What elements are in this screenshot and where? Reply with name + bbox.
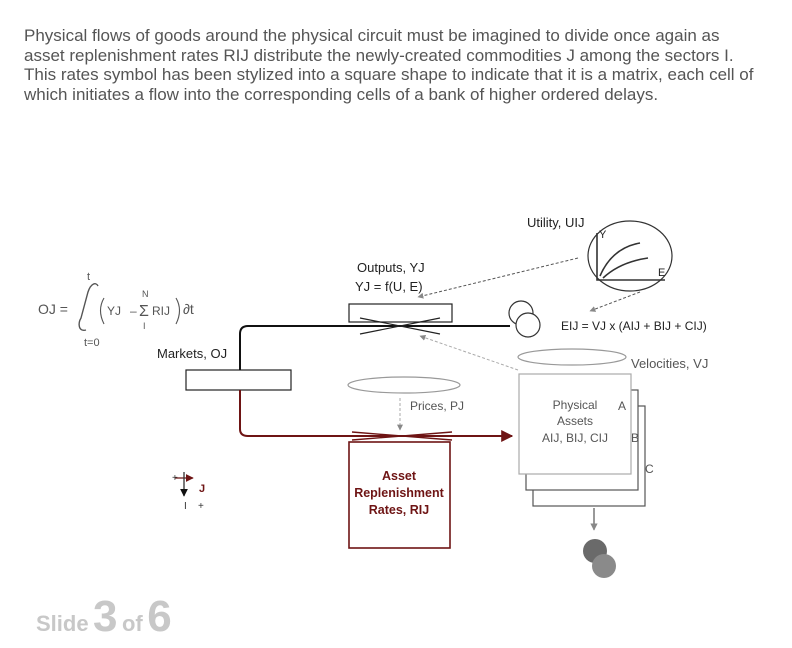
physical-assets-line-3: AIJ, BIJ, CIJ	[542, 431, 608, 445]
sigma-sign: Σ	[139, 303, 149, 320]
outputs-label: Outputs, YJ	[357, 260, 425, 275]
asset-replenishment-rates-box	[348, 441, 451, 549]
replenish-line-2: Replenishment	[354, 486, 444, 500]
cloud-sink-gray-icon	[583, 539, 616, 578]
replenish-line-3: Rates, RIJ	[369, 503, 429, 517]
formula-lower-limit: t=0	[84, 337, 100, 349]
intro-paragraph: Physical flows of goods around the physi…	[24, 26, 754, 104]
formula-r: RIJ	[152, 304, 170, 318]
integral-sign	[78, 283, 99, 331]
matrix-j-label: J	[199, 483, 205, 495]
formula-upper-limit: t	[87, 271, 90, 283]
prices-converter	[347, 376, 461, 394]
bank-label-a: A	[618, 399, 626, 413]
of-word: of	[121, 611, 143, 636]
efficiency-to-utility-link	[589, 291, 641, 312]
replenishment-valve-icon	[351, 431, 453, 441]
prices-label: Prices, PJ	[410, 399, 464, 413]
bank-label-b: B	[631, 431, 639, 445]
replenishment-flow-pipe	[239, 390, 514, 442]
utility-chart-axes	[596, 233, 665, 281]
matrix-plus-1: +	[172, 473, 178, 484]
outputs-rate-box	[348, 303, 453, 323]
formula-minus: –	[130, 304, 137, 318]
formula-dt: ∂t	[183, 301, 194, 317]
outputs-function: YJ = f(U, E)	[355, 279, 423, 294]
utility-axis-y: Y	[599, 229, 607, 241]
velocities-converter	[517, 348, 627, 366]
bank-label-c: C	[645, 462, 654, 476]
stock-integral-formula: OJ = t t=0 YJ – Σ N I RIJ ∂t	[38, 271, 194, 349]
matrix-i-label: I	[184, 501, 187, 512]
formula-lhs: OJ =	[38, 301, 68, 317]
utility-to-outputs-link	[417, 257, 579, 299]
sum-upper-limit: N	[142, 289, 149, 299]
markets-label: Markets, OJ	[157, 346, 227, 361]
physical-assets-line-1: Physical	[553, 398, 598, 412]
asset-stock-a	[518, 373, 632, 475]
slide-current: 3	[93, 592, 118, 641]
utility-curve-2	[602, 257, 649, 279]
physical-assets-bank: Physical Assets AIJ, BIJ, CIJ A B C	[518, 373, 654, 507]
slide-counter: Slide 3 of 6	[36, 592, 172, 642]
velocities-label: Velocities, VJ	[631, 356, 708, 371]
outputs-valve-icon	[359, 317, 441, 335]
sum-lower-limit: I	[143, 321, 146, 331]
slide-total: 6	[147, 592, 172, 641]
markets-stock	[185, 369, 292, 391]
utility-label: Utility, UIJ	[527, 215, 585, 230]
open-paren	[99, 297, 105, 325]
formula-y: YJ	[107, 304, 121, 318]
close-paren	[175, 297, 181, 325]
replenish-line-1: Asset	[382, 469, 417, 483]
cloud-sink-icon	[508, 300, 541, 338]
physical-assets-line-2: Assets	[557, 414, 593, 428]
efficiency-equation: EIJ = VJ x (AIJ + BIJ + CIJ)	[561, 319, 707, 333]
utility-curve-1	[599, 242, 641, 277]
matrix-plus-2: +	[198, 501, 204, 512]
matrix-axes-icon: J I + +	[172, 472, 205, 512]
outputs-flow-pipe	[239, 325, 510, 370]
utility-axis-e: E	[658, 267, 665, 279]
slide-word: Slide	[36, 611, 89, 636]
assets-to-outputs-link	[419, 334, 519, 371]
